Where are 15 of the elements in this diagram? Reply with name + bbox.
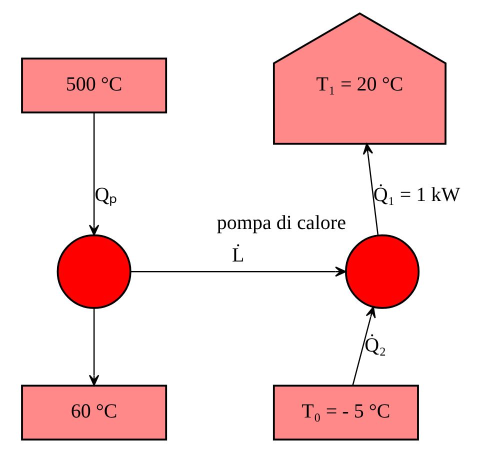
edge-label: Qₚ: [94, 184, 117, 206]
node-circle: [56, 234, 131, 309]
node-box: T₀ = - 5 °C: [272, 384, 418, 440]
node-box: 60 °C: [20, 384, 167, 440]
node-circle: [344, 234, 420, 309]
node-label: pompa di calore: [216, 212, 346, 234]
arrow: [130, 266, 346, 277]
edge-label: Q̇₂: [364, 334, 386, 357]
arrow: [352, 306, 376, 386]
arrow: [362, 143, 378, 236]
arrow: [88, 308, 99, 386]
edge-label: L̇: [232, 244, 244, 266]
arrow: [88, 112, 99, 236]
edge-label: Q̇₁ = 1 kW: [372, 184, 460, 206]
node-box: 500 °C: [20, 58, 167, 114]
